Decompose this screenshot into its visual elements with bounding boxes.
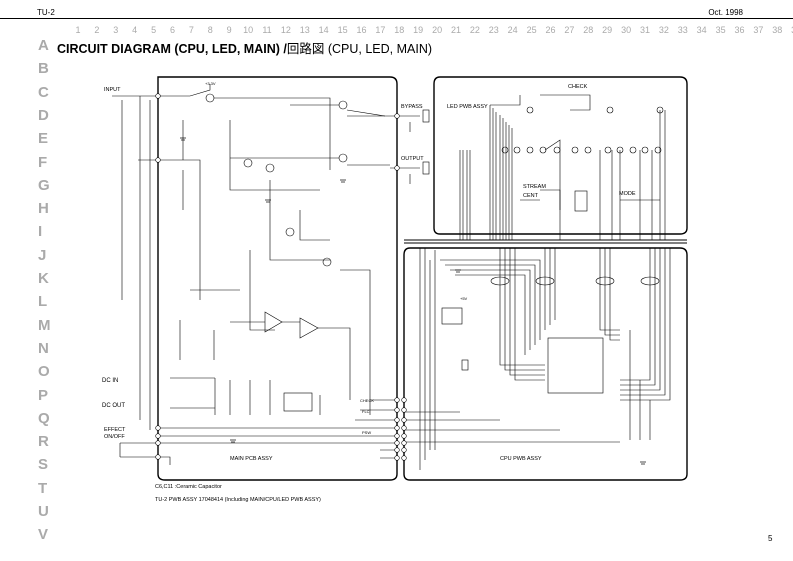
- row-letter: C: [38, 83, 49, 101]
- column-number: 16: [356, 25, 367, 35]
- row-letter: B: [38, 60, 49, 78]
- net-psw-label: PSW: [362, 430, 371, 435]
- main-pcb-label: MAIN PCB ASSY: [230, 456, 273, 462]
- cent-label: CENT: [523, 193, 539, 199]
- column-number: 35: [715, 25, 726, 35]
- column-number: 5: [151, 25, 157, 35]
- assy-note: TU-2 PWB ASSY 17048414 (Including MAIN/C…: [155, 497, 321, 503]
- column-number: 25: [526, 25, 537, 35]
- row-letter: L: [38, 293, 48, 311]
- column-number: 13: [299, 25, 310, 35]
- main-pcb-outline: [157, 76, 398, 481]
- column-number: 33: [677, 25, 688, 35]
- row-letter: R: [38, 433, 49, 451]
- row-letter: D: [38, 106, 49, 124]
- column-number: 6: [169, 25, 176, 35]
- column-number: 39: [791, 25, 793, 35]
- column-number: 34: [696, 25, 707, 35]
- column-number: 17: [375, 25, 386, 35]
- check-label: CHECK: [568, 84, 588, 90]
- row-letter: F: [38, 153, 48, 171]
- column-number: 31: [639, 25, 651, 35]
- date-label: Oct. 1998: [708, 8, 743, 17]
- bypass-jack-label: BYPASS: [401, 104, 423, 110]
- column-number: 38: [772, 25, 783, 35]
- supply-5v-label: +5V: [460, 296, 468, 301]
- row-letter: U: [38, 503, 49, 520]
- supply-33v-label: +3.3V: [205, 81, 216, 86]
- dc-out-label: DC OUT: [102, 403, 125, 409]
- row-letter: N: [38, 339, 49, 357]
- column-number: 2: [94, 25, 100, 35]
- column-number: 22: [469, 25, 480, 35]
- net-flc-label: FLC: [362, 409, 370, 414]
- column-number: 30: [621, 25, 632, 35]
- page-title: CIRCUIT DIAGRAM (CPU, LED, MAIN) /回路図 (C…: [57, 38, 432, 57]
- mode-label: MODE: [619, 191, 636, 197]
- column-number: 15: [337, 25, 348, 35]
- onoff-label: ON/OFF: [104, 434, 125, 440]
- row-letter: I: [38, 223, 43, 241]
- row-letter: G: [38, 176, 50, 194]
- column-number: 19: [413, 25, 424, 35]
- column-number: 32: [658, 25, 669, 35]
- column-number: 21: [450, 25, 462, 35]
- column-number: 20: [432, 25, 443, 35]
- row-letter: S: [38, 456, 49, 474]
- row-letter: O: [38, 363, 50, 381]
- dc-in-label: DC IN: [102, 378, 118, 384]
- capacitor-note: C6,C11 :Ceramic Capacitor: [155, 484, 222, 490]
- page-number: 5: [768, 534, 773, 543]
- column-number: 18: [394, 25, 405, 35]
- model-label: TU-2: [37, 8, 55, 17]
- column-number: 7: [188, 25, 194, 35]
- title-japanese: 回路図 (CPU, LED, MAIN): [286, 42, 433, 56]
- column-number: 29: [602, 25, 613, 35]
- column-number: 11: [262, 25, 272, 35]
- column-number: 3: [113, 25, 119, 35]
- net-check-label: CHECK: [360, 398, 374, 403]
- stream-label: STREAM: [523, 184, 546, 190]
- column-number: 26: [545, 25, 556, 35]
- row-letter: V: [38, 526, 49, 544]
- row-letter: K: [38, 270, 49, 287]
- cpu-pwb-label: CPU PWB ASSY: [500, 456, 542, 462]
- cpu-pwb-outline: [403, 247, 688, 481]
- row-letter: J: [38, 246, 47, 264]
- output-jack-label: OUTPUT: [401, 156, 424, 162]
- column-number: 10: [243, 25, 254, 35]
- column-number: 27: [564, 25, 575, 35]
- column-number: 23: [488, 25, 499, 35]
- column-number: 12: [280, 25, 291, 35]
- title-separator: /: [279, 42, 287, 56]
- led-pwb-outline: [433, 76, 688, 235]
- column-number: 14: [318, 25, 329, 35]
- row-letter: Q: [38, 409, 50, 427]
- led-pwb-label: LED PWB ASSY: [447, 104, 488, 110]
- column-number: 8: [207, 25, 213, 35]
- row-letter: T: [38, 479, 48, 497]
- column-number: 4: [132, 25, 138, 35]
- row-letter: E: [38, 130, 49, 148]
- input-jack-label: INPUT: [104, 87, 121, 93]
- column-number: 28: [583, 25, 594, 35]
- row-letter: H: [38, 200, 49, 218]
- row-letter: A: [38, 37, 49, 54]
- column-number: 24: [507, 25, 518, 35]
- row-letter: P: [38, 386, 49, 404]
- column-number: 1: [75, 25, 81, 35]
- title-main: CIRCUIT DIAGRAM (CPU, LED, MAIN): [57, 42, 280, 56]
- effect-label: EFFECT: [104, 427, 126, 433]
- row-letter: M: [38, 316, 51, 334]
- column-number: 37: [753, 25, 764, 35]
- header-rule: [0, 18, 793, 19]
- column-number: 36: [734, 25, 745, 35]
- column-number: 9: [226, 25, 232, 35]
